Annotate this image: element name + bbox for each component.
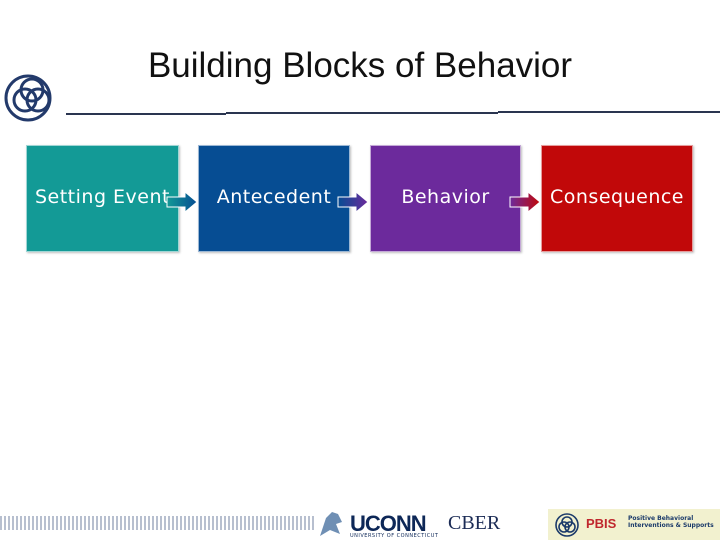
uconn-logo: UCONN — [350, 511, 427, 536]
arrow-right-icon — [509, 191, 541, 213]
block-setting-event: Setting Event — [26, 145, 179, 252]
cber-logo: CBER — [448, 512, 501, 534]
title-divider-right — [498, 111, 720, 113]
title-divider-left — [66, 113, 226, 115]
page-title: Building Blocks of Behavior — [147, 46, 573, 85]
arrow-right-icon — [166, 191, 198, 213]
block-label: Antecedent — [216, 185, 332, 208]
rings-logo-icon — [555, 513, 579, 537]
title-divider-middle — [226, 112, 498, 114]
arrow-right-icon — [337, 191, 369, 213]
block-antecedent: Antecedent — [198, 145, 350, 252]
uconn-subtitle: UNIVERSITY OF CONNECTICUT — [350, 533, 439, 539]
pbis-logo: PBIS Positive Behavioral Interventions &… — [548, 509, 720, 540]
husky-logo-icon — [320, 512, 342, 536]
pbis-description: Positive Behavioral Interventions & Supp… — [628, 515, 714, 529]
block-label: Setting Event — [34, 185, 170, 208]
block-label: Consequence — [550, 185, 684, 208]
block-consequence: Consequence — [541, 145, 693, 252]
block-label: Behavior — [401, 185, 490, 208]
pbis-wordmark: PBIS — [586, 516, 617, 531]
footer-logos: UCONN UNIVERSITY OF CONNECTICUT CBER PBI… — [316, 506, 720, 540]
rings-logo-icon — [4, 74, 52, 122]
block-behavior: Behavior — [370, 145, 521, 252]
